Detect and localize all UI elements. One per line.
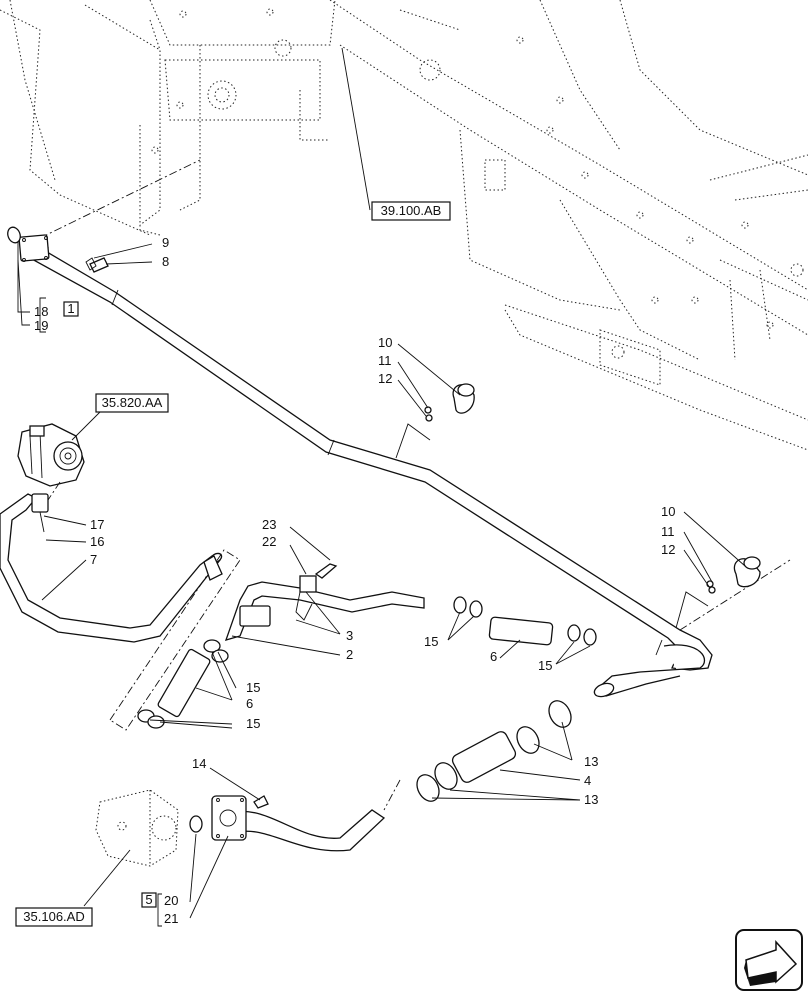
callout-12-lower: 12 bbox=[661, 542, 675, 557]
center-hose-6 bbox=[447, 596, 597, 665]
projection-line-right bbox=[679, 559, 791, 631]
lower-tube-21 bbox=[189, 767, 401, 919]
callout-22: 22 bbox=[262, 534, 276, 549]
kit-box-5 bbox=[141, 892, 157, 908]
callout-numbers: 9 8 18 19 10 11 12 10 11 12 17 16 7 23 2… bbox=[34, 235, 675, 926]
callout-10-lower: 10 bbox=[661, 504, 675, 519]
callout-15-center-left: 15 bbox=[424, 634, 438, 649]
tube-2 bbox=[224, 526, 425, 656]
o-ring-18 bbox=[7, 226, 21, 244]
callout-15-box-lower: 15 bbox=[246, 716, 260, 731]
projection-line-upper bbox=[39, 159, 201, 239]
hydraulic-pump-bottom bbox=[83, 789, 179, 907]
callout-12-upper: 12 bbox=[378, 371, 392, 386]
callout-14: 14 bbox=[192, 756, 206, 771]
clamp-10-lower bbox=[683, 511, 761, 594]
callout-6-center: 6 bbox=[490, 649, 497, 664]
callout-17: 17 bbox=[90, 517, 104, 532]
kit-box-1 bbox=[63, 301, 79, 317]
callout-21: 21 bbox=[164, 911, 178, 926]
callout-20: 20 bbox=[164, 893, 178, 908]
next-page-arrow-icon[interactable] bbox=[735, 929, 803, 991]
ref-box-motor-top[interactable] bbox=[95, 393, 169, 413]
callout-23: 23 bbox=[262, 517, 276, 532]
lower-hose-4 bbox=[416, 700, 581, 802]
callout-15-box-upper: 15 bbox=[246, 680, 260, 695]
callout-3: 3 bbox=[346, 628, 353, 643]
kit-label-5: 5 bbox=[145, 892, 152, 907]
callout-15-center-right: 15 bbox=[538, 658, 552, 673]
tube-7 bbox=[0, 493, 223, 643]
callout-13-upper: 13 bbox=[584, 754, 598, 769]
callout-13-lower: 13 bbox=[584, 792, 598, 807]
callout-6-box: 6 bbox=[246, 696, 253, 711]
hydraulic-motor-top bbox=[17, 407, 105, 513]
bolt-8-washer-9 bbox=[85, 257, 109, 273]
callout-4: 4 bbox=[584, 773, 591, 788]
callout-8: 8 bbox=[162, 254, 169, 269]
callout-7: 7 bbox=[90, 552, 97, 567]
section-mark-upper bbox=[395, 423, 431, 459]
kit-5-bracket bbox=[157, 893, 162, 927]
callout-18: 18 bbox=[34, 304, 48, 319]
clamp-10-upper bbox=[397, 343, 475, 422]
callout-2: 2 bbox=[346, 647, 353, 662]
callout-16: 16 bbox=[90, 534, 104, 549]
kit-label-1: 1 bbox=[67, 301, 74, 316]
callout-11-upper: 11 bbox=[378, 353, 392, 368]
dashed-detail-box bbox=[109, 549, 241, 731]
callout-19: 19 bbox=[34, 318, 48, 333]
callout-9: 9 bbox=[162, 235, 169, 250]
callout-10-upper: 10 bbox=[378, 335, 392, 350]
ref-box-frame[interactable] bbox=[371, 201, 451, 221]
ref-pump-bottom-label[interactable]: 35.106.AD bbox=[23, 909, 84, 924]
callout-11-lower: 11 bbox=[661, 524, 675, 539]
leader-lines-top bbox=[17, 47, 371, 333]
section-mark-lower bbox=[675, 591, 709, 629]
ref-motor-top-label[interactable]: 35.820.AA bbox=[102, 395, 163, 410]
ref-box-pump-bottom[interactable] bbox=[15, 907, 93, 927]
ref-frame-label[interactable]: 39.100.AB bbox=[381, 203, 442, 218]
main-pressure-tube bbox=[18, 234, 713, 698]
machine-frame bbox=[0, 0, 808, 451]
